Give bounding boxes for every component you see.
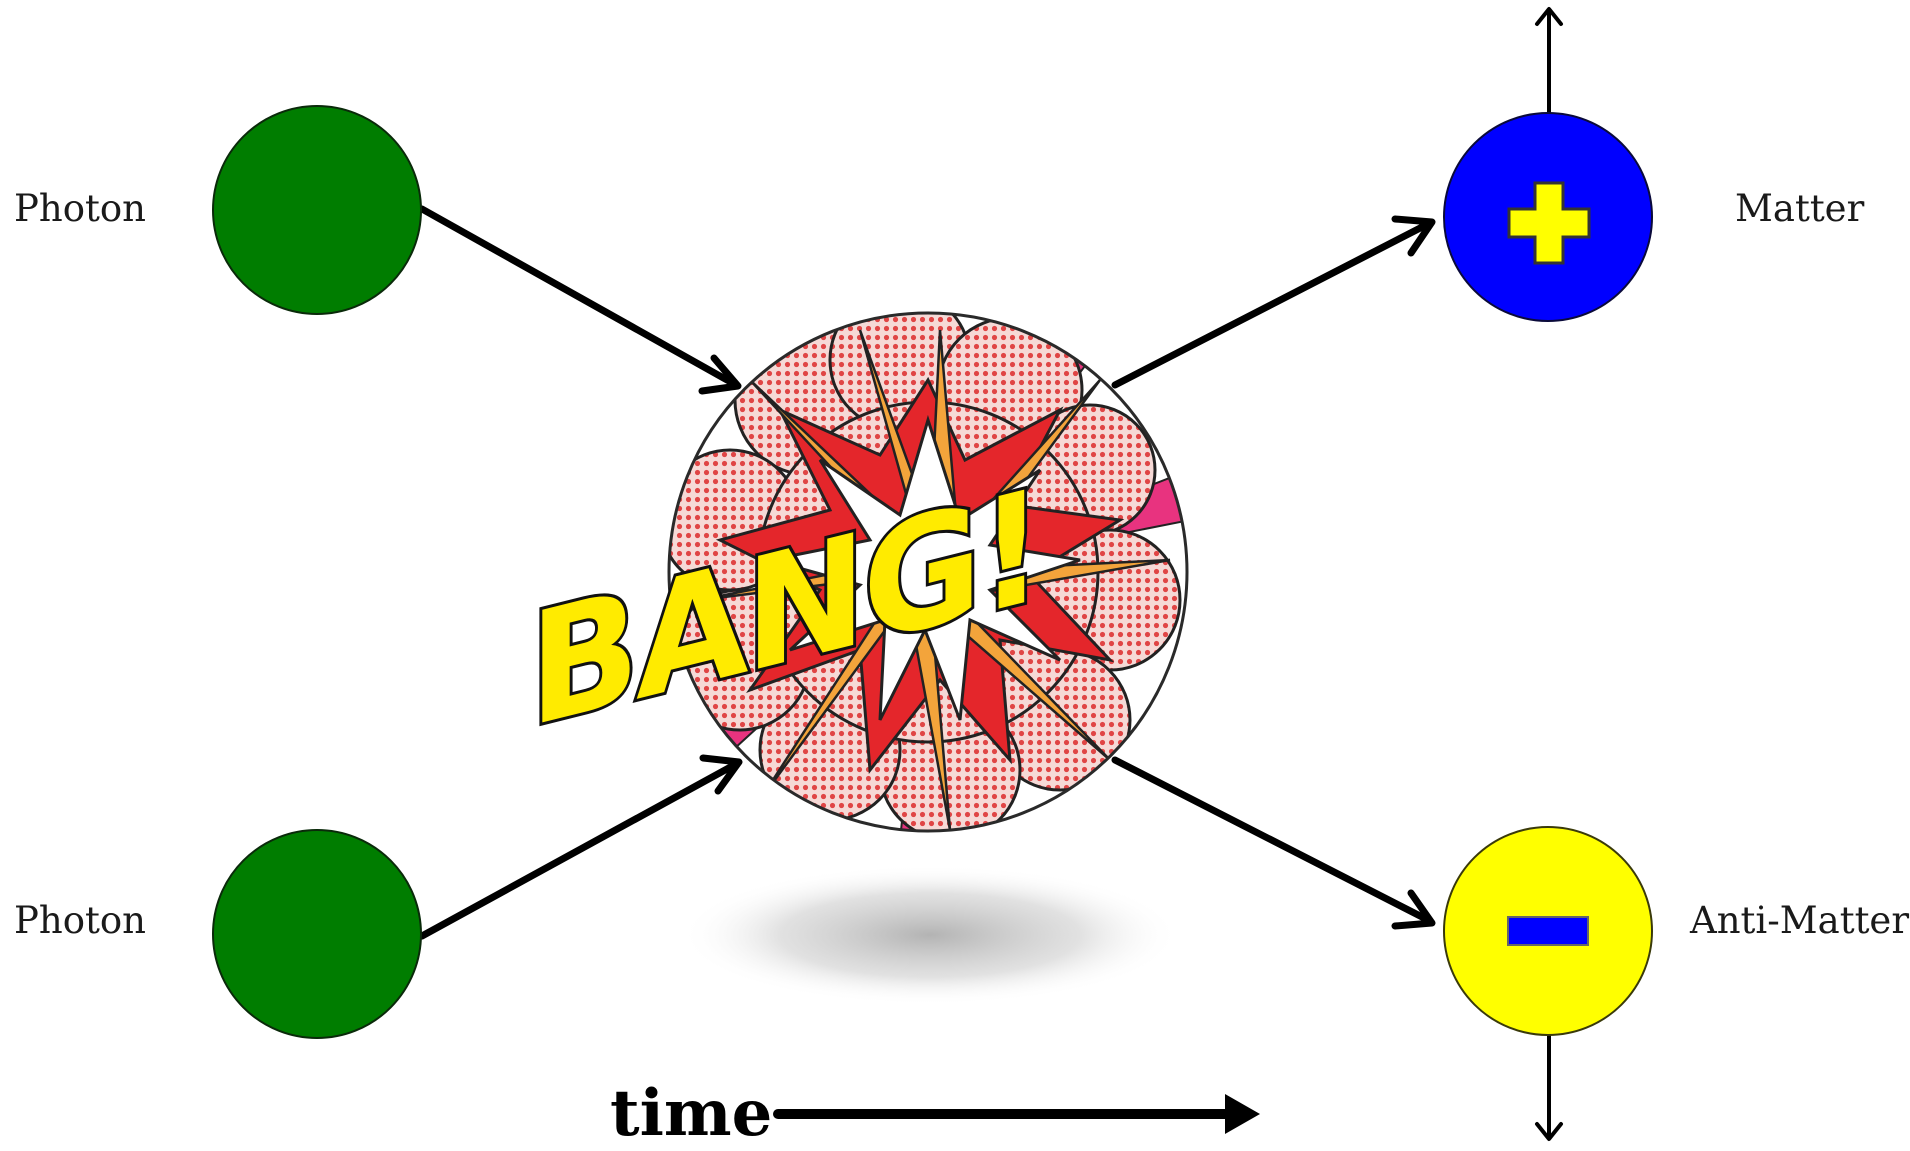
time-label: time [610,1076,773,1151]
connector-lines [418,205,1432,940]
arrowhead-icon [698,354,742,395]
right-arrow-icon [1225,1094,1260,1134]
arrow-photon-bottom-to-bang [418,760,740,940]
explosion-shadow [680,865,1180,1005]
up-arrow-icon [1535,7,1563,26]
minus-icon [1507,916,1589,946]
photon-top [212,105,422,315]
matter-label: Matter [1735,187,1865,230]
explosion-icon: BANG! [526,311,1189,833]
arrow-bang-to-antimatter [1111,756,1432,924]
arrowhead-icon [1391,215,1436,257]
arrow-photon-top-to-bang [418,205,740,389]
arrowheads [698,215,1436,930]
plus-icon [1507,181,1591,265]
photon-bottom-label: Photon [14,899,146,942]
vertical-arrows [1535,7,1563,1141]
photon-bottom [212,829,422,1039]
photon-top-label: Photon [14,187,146,230]
arrowhead-icon [699,754,743,795]
arrowhead-icon [1391,889,1436,930]
down-arrow-icon [1535,1122,1563,1141]
time-arrow [773,1094,1260,1134]
arrow-bang-to-matter [1111,220,1432,389]
anti-matter-label: Anti-Matter [1690,899,1910,942]
